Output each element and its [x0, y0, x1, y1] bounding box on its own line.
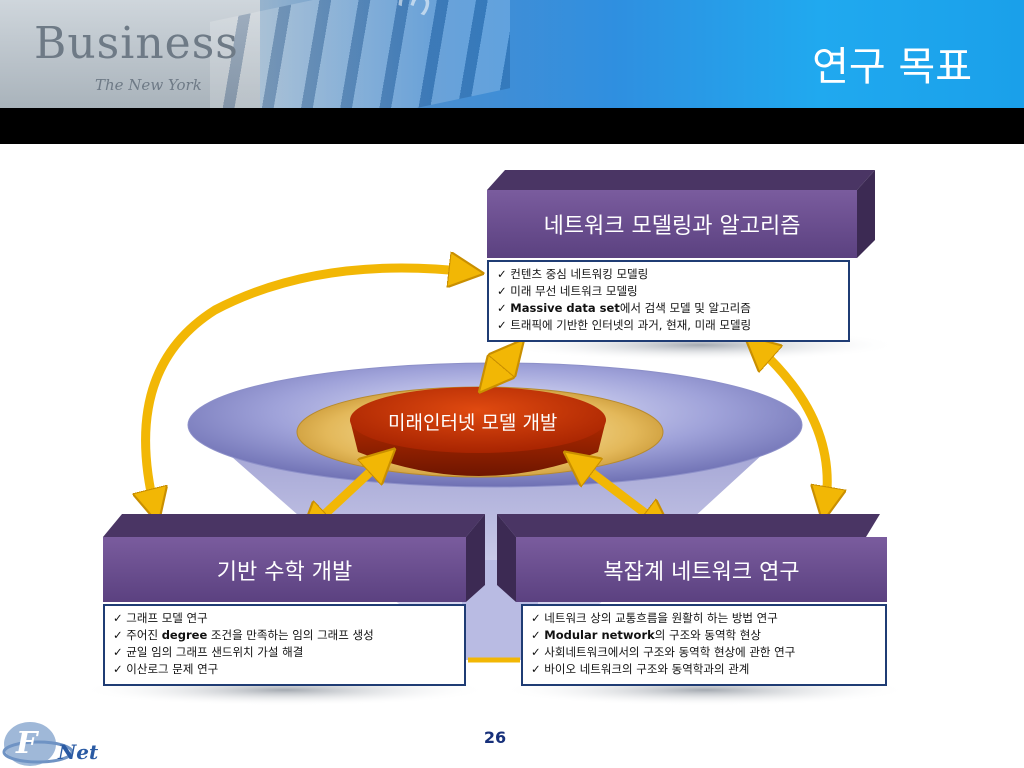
- list-item: ✓ 미래 무선 네트워크 모델링: [497, 284, 638, 298]
- check-icon: ✓: [497, 284, 507, 298]
- list-item: ✓ 균일 임의 그래프 샌드위치 가설 해결: [113, 645, 304, 659]
- right-box-lid: [497, 514, 880, 537]
- check-icon: ✓: [113, 645, 123, 659]
- check-icon: ✓: [531, 645, 541, 659]
- check-icon: ✓: [497, 318, 507, 332]
- header-brand-subtext: The New York: [95, 76, 202, 94]
- list-item: ✓ 이산로그 문제 연구: [113, 662, 219, 676]
- list-item: ✓ 컨텐츠 중심 네트워킹 모델링: [497, 267, 649, 281]
- list-item: ✓ 사회네트워크에서의 구조와 동역학 현상에 관한 연구: [531, 645, 796, 659]
- check-icon: ✓: [497, 301, 507, 315]
- top-box-front: [487, 190, 857, 258]
- right-box-front: [516, 537, 887, 602]
- list-item: ✓ Modular network의 구조와 동역학 현상: [531, 628, 761, 642]
- fnet-logo-letter: F: [16, 726, 38, 761]
- list-item: ✓ 주어진 degree 조건을 만족하는 임의 그래프 생성: [113, 628, 374, 642]
- check-icon: ✓: [113, 611, 123, 625]
- top-box-lid: [487, 170, 875, 190]
- list-item: ✓ 바이오 네트워크의 구조와 동역학과의 관계: [531, 662, 750, 676]
- right-box-title: 복잡계 네트워크 연구: [603, 559, 800, 585]
- left-box-list: ✓ 그래프 모델 연구 ✓ 주어진 degree 조건을 만족하는 임의 그래프…: [103, 604, 466, 686]
- slide-header: Business The New York 35·3 연구 목표: [0, 0, 1024, 108]
- left-box-front: [103, 537, 466, 602]
- page-number: 26: [483, 728, 507, 747]
- arrow-center-top: [488, 350, 515, 382]
- center-cylinder-label: 미래인터넷 모델 개발: [388, 412, 558, 434]
- check-icon: ✓: [497, 267, 507, 281]
- left-box-title: 기반 수학 개발: [216, 559, 353, 585]
- left-box-lid: [103, 514, 485, 537]
- fnet-logo-text: Net: [58, 740, 99, 764]
- right-box-list: ✓ 네트워크 상의 교통흐름을 원활히 하는 방법 연구 ✓ Modular n…: [521, 604, 887, 686]
- header-brand-text: Business: [34, 18, 239, 69]
- check-icon: ✓: [113, 628, 123, 642]
- fnet-logo: F Net: [0, 716, 120, 768]
- check-icon: ✓: [531, 611, 541, 625]
- check-icon: ✓: [531, 662, 541, 676]
- check-icon: ✓: [113, 662, 123, 676]
- list-item: ✓ 그래프 모델 연구: [113, 611, 208, 625]
- header-newspaper-image: [0, 0, 260, 108]
- list-item: ✓ 네트워크 상의 교통흐름을 원활히 하는 방법 연구: [531, 611, 778, 625]
- left-box-side: [466, 514, 485, 602]
- top-box-title: 네트워크 모델링과 알고리즘: [543, 214, 801, 239]
- list-item: ✓ Massive data set에서 검색 모델 및 알고리즘: [497, 301, 751, 315]
- right-box-side: [497, 514, 516, 602]
- curve-arrow-left: [146, 268, 470, 510]
- top-box-side: [857, 170, 875, 258]
- curve-arrow-right: [755, 345, 827, 508]
- top-box-list: ✓ 컨텐츠 중심 네트워킹 모델링 ✓ 미래 무선 네트워크 모델링 ✓ Mas…: [487, 260, 850, 342]
- check-icon: ✓: [531, 628, 541, 642]
- list-item: ✓ 트래픽에 기반한 인터넷의 과거, 현재, 미래 모델링: [497, 318, 752, 332]
- header-black-bar: [0, 108, 1024, 144]
- fnet-logo-swoosh: [2, 740, 74, 764]
- fnet-logo-circle: [4, 722, 56, 766]
- slide-title: 연구 목표: [812, 44, 972, 90]
